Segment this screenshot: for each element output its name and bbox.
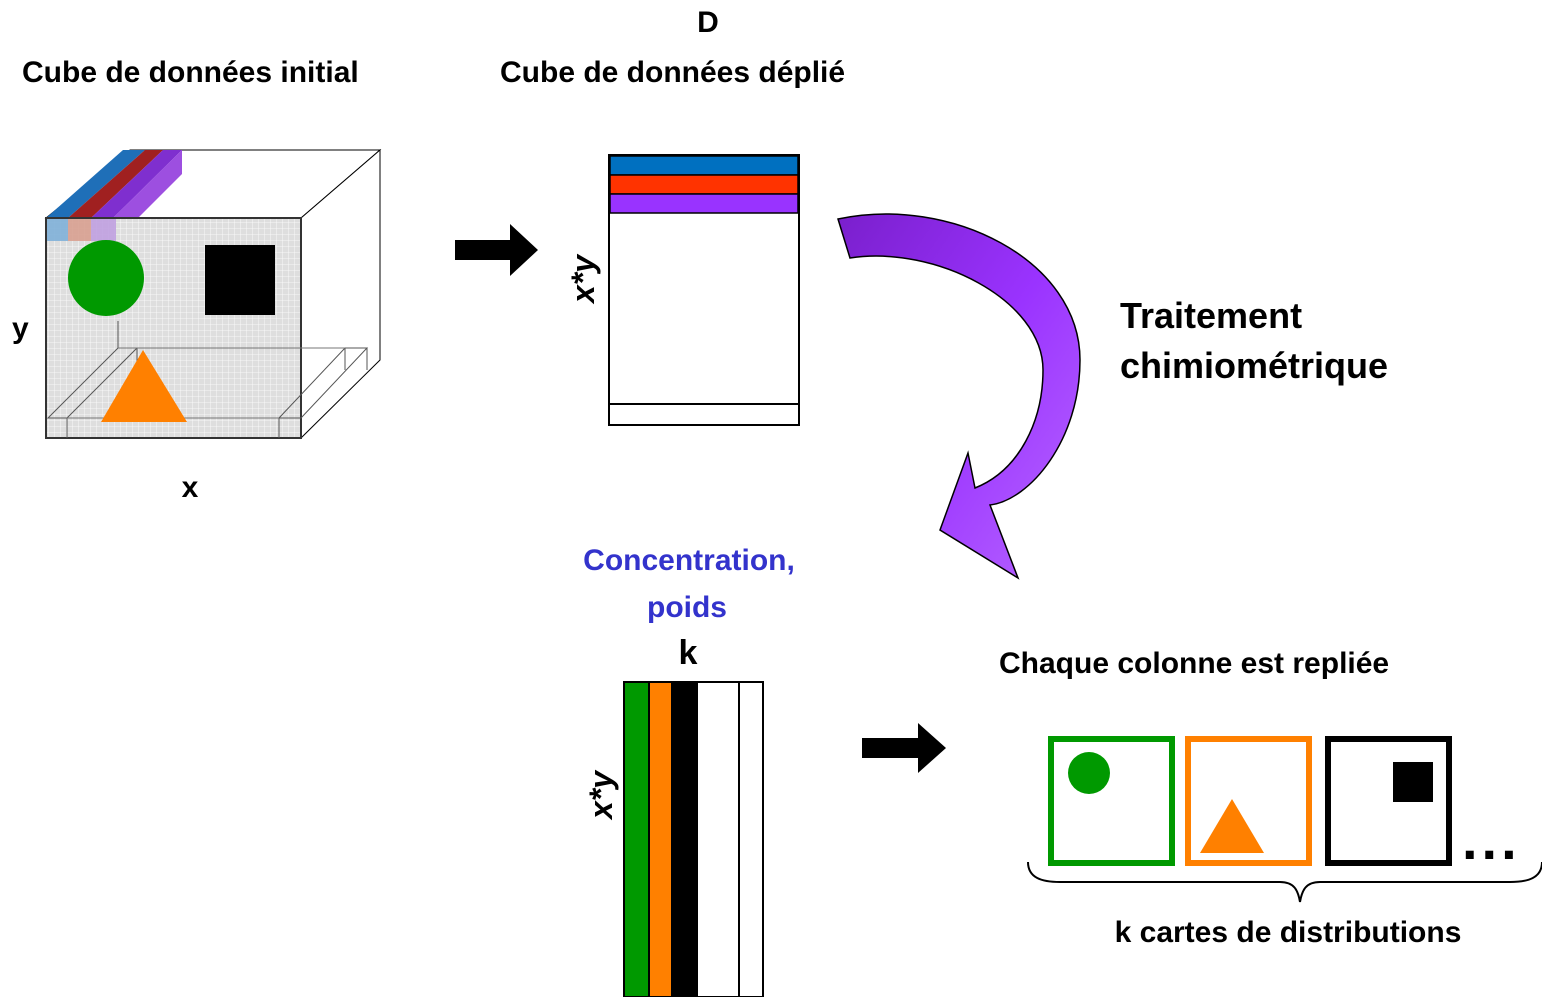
pixel-strip-red (68, 219, 91, 241)
spectrum-bar-purple-light (113, 150, 182, 218)
col-green (623, 681, 650, 997)
map-green-circle (1068, 752, 1110, 794)
pixel-strip-blue (47, 219, 68, 241)
initial-cube-title: Cube de données initial (22, 56, 359, 89)
concentration-label-line1: Concentration, (583, 544, 795, 577)
map-black-square (1393, 762, 1433, 802)
arrow-right-2 (862, 723, 946, 773)
spectrum-bar-purple (91, 150, 182, 218)
row-blue (609, 155, 799, 176)
rows-label-c: x*y (583, 769, 619, 821)
pixel-strip-purple (91, 219, 116, 241)
rows-label-d: x*y (565, 253, 601, 305)
row-purple (609, 193, 799, 214)
green-circle (68, 240, 144, 316)
refold-title: Chaque colonne est repliée (999, 647, 1390, 680)
map-green (1048, 736, 1175, 866)
initial-data-cube (44, 148, 382, 440)
spectrum-bar-blue (46, 150, 145, 218)
arrow-right-1 (455, 224, 538, 276)
unfolded-d-label: D (697, 6, 719, 39)
concentration-label-line2: poids (647, 591, 727, 624)
treatment-label-line2: chimiométrique (1120, 345, 1389, 386)
distribution-maps (1027, 736, 1542, 903)
k-label: k (678, 634, 698, 672)
curved-treatment-arrow (837, 213, 1081, 580)
col-last (738, 681, 764, 997)
unfolded-title: Cube de données déplié (500, 56, 846, 89)
spectrum-bar-red (68, 150, 163, 218)
col-orange (648, 681, 673, 997)
col-black (671, 681, 698, 997)
unfolded-matrix (608, 154, 800, 426)
black-square (205, 245, 275, 315)
row-red (609, 174, 799, 195)
axis-y-label: y (12, 312, 29, 345)
maps-brace (1027, 861, 1542, 903)
arc-body (837, 213, 1081, 580)
col-white (696, 681, 740, 997)
orange-triangle (101, 350, 187, 422)
map-orange-triangle (1200, 799, 1264, 853)
maps-caption: k cartes de distributions (1114, 916, 1462, 949)
ellipsis: ... (1462, 808, 1521, 871)
axis-x-label: x (181, 471, 199, 504)
concentration-matrix (623, 681, 764, 997)
treatment-label-line1: Traitement (1120, 295, 1303, 336)
